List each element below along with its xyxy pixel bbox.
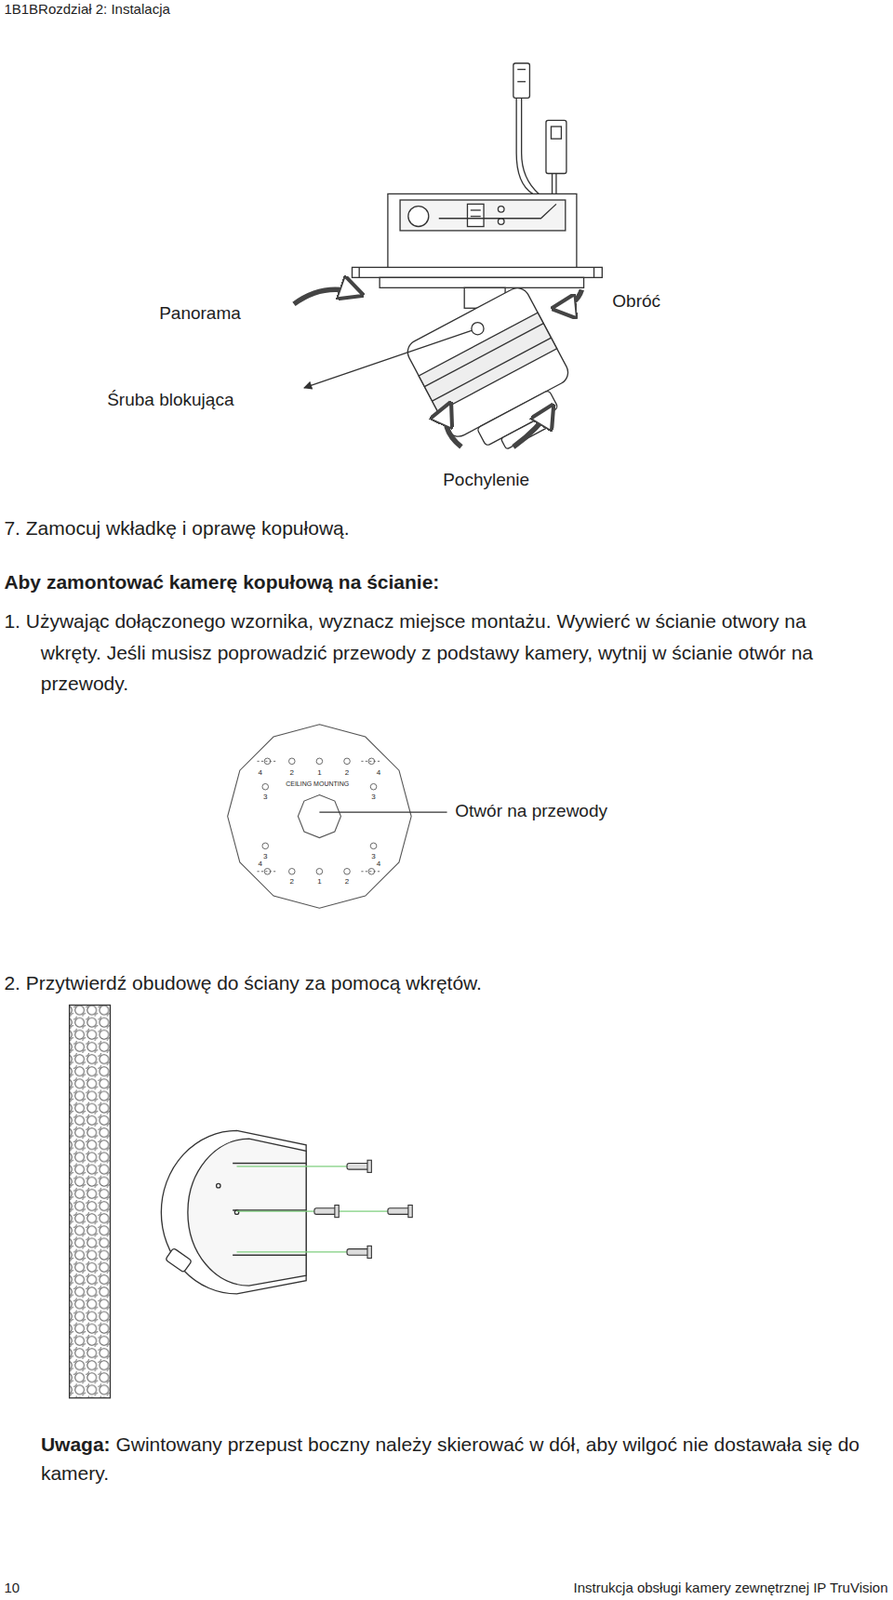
bold-text: Aby zamontować kamerę kopułową na ściani… <box>3 571 440 593</box>
text: 2. Przytwierdź obudowę do ściany za pomo… <box>3 972 482 994</box>
template-number: 1 <box>317 768 321 777</box>
text: Gwintowany przepust boczny należy skiero… <box>40 1433 860 1484</box>
text: 4 <box>258 768 263 777</box>
template-number: 2 <box>345 768 349 777</box>
text: 4 <box>376 768 381 777</box>
motion-arrows <box>293 289 582 447</box>
template-number: 4 <box>258 859 263 868</box>
text: 4 <box>376 859 381 868</box>
housing-drawing <box>160 1130 307 1294</box>
section-heading: Aby zamontować kamerę kopułową na ściani… <box>3 566 882 598</box>
step-text: 1. Używając dołączonego wzornika, wyznac… <box>3 605 852 700</box>
part-label: Pochylenie <box>442 468 530 492</box>
screws <box>314 1159 413 1258</box>
text: 2 <box>345 877 349 886</box>
running-header: 1B1BRozdział 2: Instalacja <box>3 0 170 18</box>
text: 3 <box>371 792 375 801</box>
template-number: 2 <box>345 877 349 886</box>
part-label: Panorama <box>159 302 241 325</box>
text: 3 <box>263 792 267 801</box>
text: 1B1BRozdział 2: Instalacja <box>3 0 170 17</box>
text: 2 <box>345 768 349 777</box>
note-text: Uwaga:Gwintowany przepust boczny należy … <box>40 1429 891 1488</box>
bold-text: Uwaga: <box>40 1433 111 1455</box>
text: 3 <box>371 852 375 861</box>
text: 2 <box>290 877 294 886</box>
text: Instrukcja obsługi kamery zewnętrznej IP… <box>573 1579 889 1596</box>
text: Otwór na przewody <box>454 800 608 821</box>
template-number: 3 <box>371 792 375 801</box>
text: CEILING MOUNTING <box>285 780 349 787</box>
text: Pochylenie <box>442 469 530 490</box>
wall <box>69 1004 111 1398</box>
running-footer: Instrukcja obsługi kamery zewnętrznej IP… <box>573 1579 889 1597</box>
step-text: 7. Zamocuj wkładkę i oprawę kopułową. <box>3 512 882 544</box>
text: Panorama <box>159 303 241 323</box>
text: 1. Używając dołączonego wzornika, wyznac… <box>3 610 814 694</box>
camera-drawing <box>352 63 603 470</box>
template-number: 3 <box>263 792 267 801</box>
template-number: 4 <box>258 768 263 777</box>
text: 1 <box>317 768 321 777</box>
template-number: 2 <box>290 877 294 886</box>
screw-guides <box>237 1166 394 1253</box>
template-label: CEILING MOUNTING <box>285 780 349 788</box>
text: 4 <box>258 859 263 868</box>
step-text: 2. Przytwierdź obudowę do ściany za pomo… <box>3 967 882 999</box>
template-number: 4 <box>376 768 381 777</box>
text: 2 <box>290 768 294 777</box>
template-number: 3 <box>263 852 267 861</box>
template-number: 2 <box>290 768 294 777</box>
leader-line <box>304 330 472 387</box>
text: 10 <box>3 1579 20 1596</box>
part-label: Obróć <box>612 290 661 313</box>
template-number: 4 <box>376 859 381 868</box>
page-number: 10 <box>3 1579 20 1597</box>
text: 1 <box>317 877 321 886</box>
part-label: Śruba blokująca <box>106 388 234 412</box>
template-number: 1 <box>317 877 321 886</box>
mounting-template <box>227 724 412 908</box>
template-number: 3 <box>371 852 375 861</box>
text: 7. Zamocuj wkładkę i oprawę kopułową. <box>3 517 349 539</box>
leader-line <box>319 812 447 814</box>
text: Obróć <box>612 291 661 311</box>
callout-label: Otwór na przewody <box>454 799 608 823</box>
text: Śruba blokująca <box>106 389 234 410</box>
text: 3 <box>263 852 267 861</box>
